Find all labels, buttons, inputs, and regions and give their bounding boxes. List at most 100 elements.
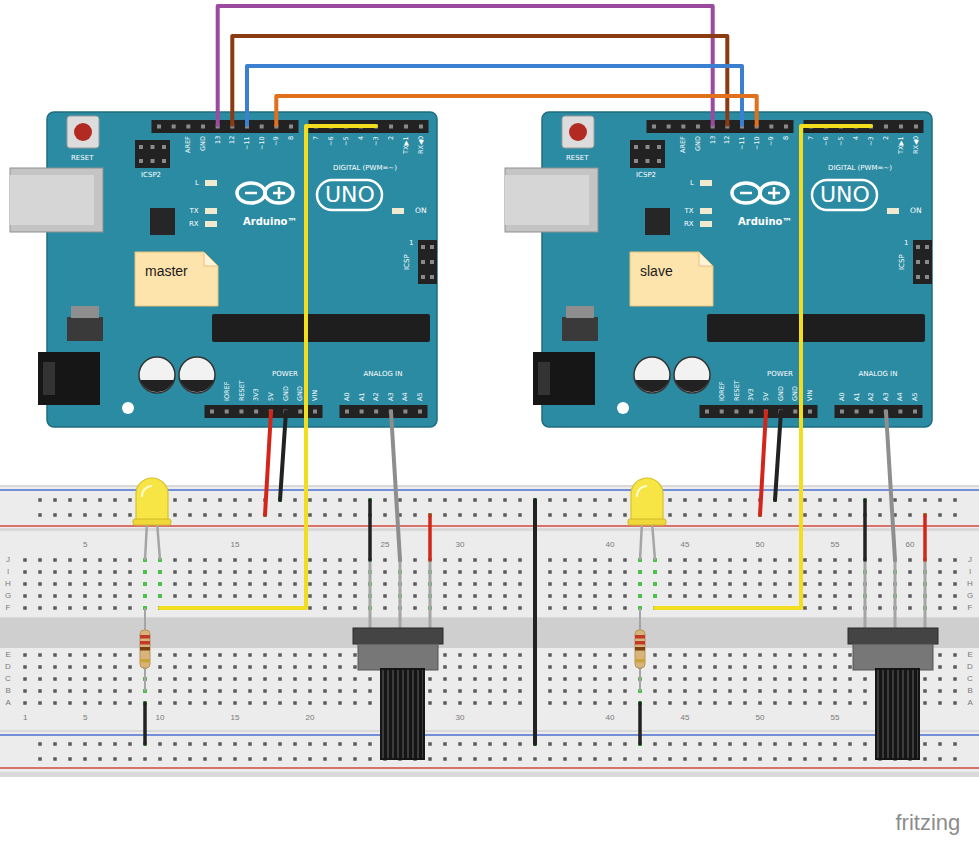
note-shape	[630, 252, 713, 306]
pin-label: A0	[839, 392, 846, 401]
wire-end	[245, 112, 249, 127]
board-label: ICSP2	[636, 172, 656, 179]
column-number: 55	[831, 541, 840, 549]
row-letter: H	[5, 580, 11, 588]
note-text: slave	[640, 264, 673, 278]
master-circuit	[10, 112, 443, 760]
column-number: 30	[456, 541, 465, 549]
row-letter: I	[7, 568, 9, 576]
wire-end	[274, 112, 278, 127]
pin-label: RESET	[239, 380, 246, 401]
note-text: master	[145, 264, 188, 278]
row-letter: C	[5, 675, 11, 683]
slave-circuit	[505, 112, 938, 760]
row-letter: B	[6, 687, 11, 695]
row-letter: G	[967, 592, 973, 600]
pin-label: IOREF	[719, 382, 726, 401]
board-label: POWER	[767, 371, 793, 378]
pin-label: A3	[387, 392, 394, 401]
pin-label: GND	[283, 386, 290, 401]
connectors	[218, 6, 757, 112]
row-letter: G	[5, 592, 11, 600]
pin-label: ~10	[258, 136, 265, 150]
column-number: 5	[83, 541, 87, 549]
row-letter: H	[967, 580, 973, 588]
pin-label: 8	[288, 136, 295, 140]
row-letter: F	[6, 604, 11, 612]
note-fold	[204, 252, 218, 266]
row-letter: J	[968, 556, 972, 564]
pin-label: 2	[388, 136, 395, 140]
pin-label: 4	[853, 136, 860, 140]
wire-end	[725, 112, 729, 127]
column-number: 20	[306, 714, 315, 722]
pin-label: ~9	[273, 136, 280, 146]
note-shape	[630, 252, 713, 306]
pin-label: GND	[778, 386, 785, 401]
row-letter: J	[6, 556, 10, 564]
board-label: 1	[409, 240, 413, 247]
note-label: slave	[630, 252, 713, 306]
board-label: ICSP	[404, 254, 411, 270]
column-number: 1	[23, 714, 27, 722]
pin-label: VIN	[807, 390, 814, 401]
pin-label: ~6	[823, 136, 830, 146]
pin-label: ~10	[753, 136, 760, 150]
pin-label: 2	[883, 136, 890, 140]
board-label: ICSP	[899, 254, 906, 270]
pin-label: GND	[792, 386, 799, 401]
pin-label: 3V3	[748, 388, 755, 401]
pin-label: A2	[868, 392, 875, 401]
column-number: 55	[831, 714, 840, 722]
pin-label: ~3	[373, 136, 380, 146]
rail-holes	[33, 494, 963, 521]
column-number: 15	[231, 541, 240, 549]
pin-label: ~5	[343, 136, 350, 146]
wire-end	[740, 112, 744, 127]
pin-label: AREF	[185, 136, 192, 153]
board-label: ICSP2	[141, 172, 161, 179]
pin-label: 3V3	[253, 388, 260, 401]
pin-label: 12	[229, 136, 236, 144]
pin-label: 5V	[763, 392, 770, 401]
board-label: ANALOG IN	[859, 371, 898, 378]
rail-line	[0, 734, 979, 736]
board-label: RX	[684, 221, 694, 228]
pin-label: GND	[297, 386, 304, 401]
pin-label: 8	[783, 136, 790, 140]
pin-label: A5	[912, 392, 919, 401]
pin-label: RX◀0	[913, 136, 920, 154]
wire-end	[711, 112, 715, 127]
column-number: 30	[456, 714, 465, 722]
pin-label: IOREF	[224, 382, 231, 401]
row-letter: C	[967, 675, 973, 683]
board-label: ON	[415, 207, 427, 215]
wire-ends	[218, 112, 757, 127]
pin-label: ~9	[768, 136, 775, 146]
board-label: RESET	[566, 155, 588, 162]
board-label: UNO	[820, 184, 870, 206]
pin-label: 12	[724, 136, 731, 144]
board-label: ON	[910, 207, 922, 215]
note-shape	[135, 252, 218, 306]
wire-end	[216, 112, 220, 127]
row-letter: D	[5, 663, 11, 671]
column-number: 5	[83, 714, 87, 722]
board-label: RX	[189, 221, 199, 228]
jumper-wire	[232, 36, 727, 112]
ground-bridge-wire	[533, 500, 537, 744]
pin-label: A4	[897, 392, 904, 401]
board-label: RESET	[71, 155, 93, 162]
pin-label: A3	[882, 392, 889, 401]
pin-label: 13	[709, 136, 716, 144]
board-label: ANALOG IN	[364, 371, 403, 378]
column-number: 40	[606, 714, 615, 722]
pin-label: A2	[373, 392, 380, 401]
pin-label: 4	[358, 136, 365, 140]
column-number: 45	[681, 714, 690, 722]
arduino-board: RESETICSP2AREFGND1312~11~10~987~6~54~32T…	[542, 112, 932, 427]
jumper-wire	[247, 66, 742, 112]
pin-label: A1	[358, 392, 365, 401]
board-label: L	[195, 180, 199, 187]
column-number: 60	[906, 541, 915, 549]
